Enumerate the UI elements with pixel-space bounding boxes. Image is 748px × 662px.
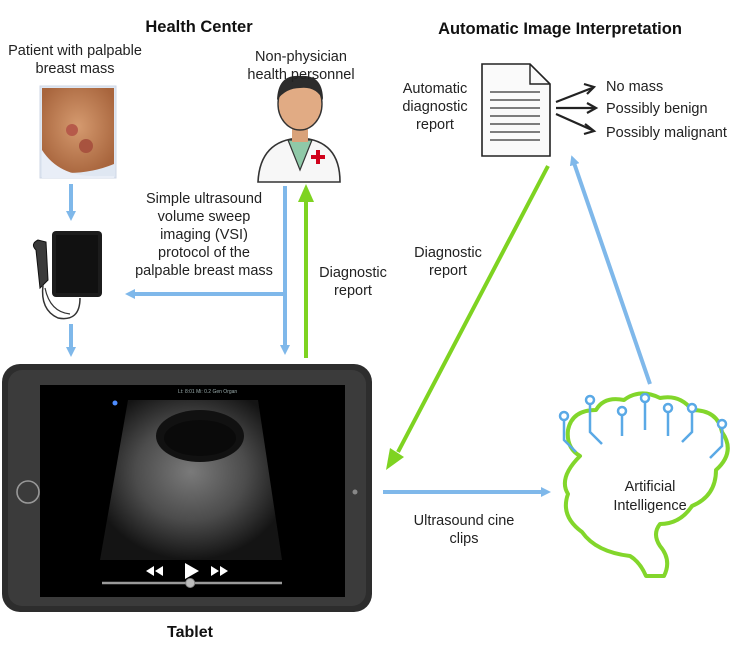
tablet-device: Lt: 8:01 Mi: 0.2 Gen Organ: [2, 364, 372, 612]
home-button[interactable]: [16, 480, 40, 504]
camera-dot: [352, 489, 358, 495]
heading-tablet: Tablet: [167, 624, 213, 641]
patient-breast-photo: [39, 85, 117, 179]
label-cine-clips: Ultrasound cine clips: [413, 513, 515, 547]
video-player-controls[interactable]: [100, 552, 286, 592]
green-flow-arrows: [298, 165, 550, 470]
label-personnel: Non-physician health personnel: [247, 49, 355, 83]
blue-flow-arrows: [66, 155, 652, 497]
outcome-arrows: [555, 82, 599, 136]
report-document-icon: [481, 63, 551, 157]
label-diagnostic-report-2: Diagnostic report: [414, 245, 482, 279]
play-icon[interactable]: [185, 563, 199, 579]
ultrasound-probe-tablet: [32, 231, 102, 320]
label-patient: Patient with palpable breast mass: [8, 43, 142, 77]
label-auto-report: Automatic diagnostic report: [402, 81, 468, 133]
outcome-possibly-benign: Possibly benign: [606, 101, 708, 117]
player-controls-svg: [102, 563, 282, 588]
progress-scrubber[interactable]: [185, 578, 196, 588]
ai-brain: [558, 391, 730, 578]
label-diagnostic-report-1: Diagnostic report: [319, 265, 387, 299]
outcome-possibly-malignant: Possibly malignant: [606, 125, 727, 141]
heading-auto-interpretation: Automatic Image Interpretation: [438, 20, 682, 38]
heading-health-center: Health Center: [145, 18, 253, 36]
rewind-icon[interactable]: [146, 566, 154, 576]
brain-icon: [563, 391, 730, 578]
label-protocol: Simple ultrasound volume sweep imaging (…: [135, 191, 273, 279]
circuit-icon: [558, 392, 728, 459]
label-ai: Artificial Intelligence: [613, 479, 687, 514]
svg-text:Lt: 8:01 Mi: 0.2 Gen Organ: Lt: 8:01 Mi: 0.2 Gen Organ: [178, 389, 237, 395]
health-worker-avatar: [257, 75, 341, 183]
fast-forward-icon[interactable]: [211, 566, 219, 576]
outcome-no-mass: No mass: [606, 79, 664, 95]
